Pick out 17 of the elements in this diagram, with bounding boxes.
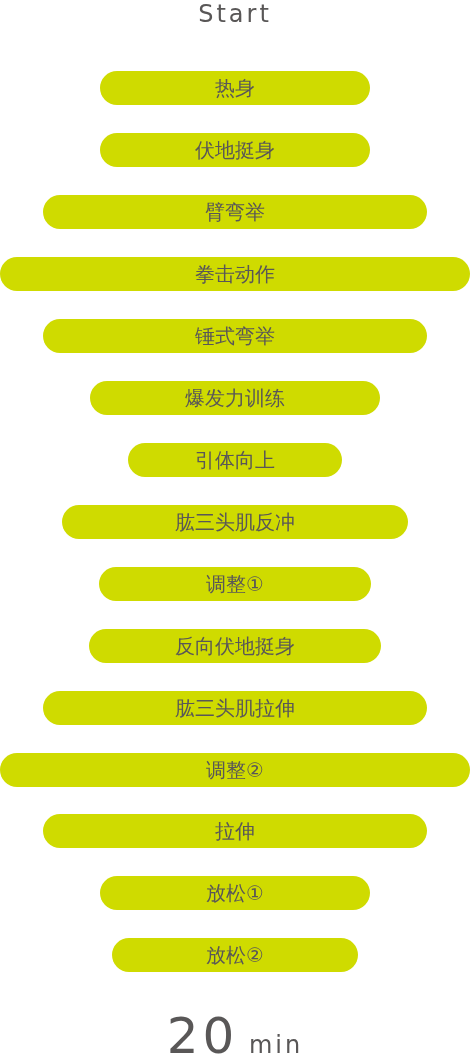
step-pill: 爆发力训练 xyxy=(90,381,380,415)
step-pill: 放松① xyxy=(100,876,370,910)
step-pill: 锤式弯举 xyxy=(43,319,427,353)
step-pill: 肱三头肌反冲 xyxy=(62,505,408,539)
step-pill: 臂弯举 xyxy=(43,195,427,229)
step-pill: 放松② xyxy=(112,938,358,972)
step-pill: 拉伸 xyxy=(43,814,427,848)
step-pill: 引体向上 xyxy=(128,443,342,477)
step-pill: 调整① xyxy=(99,567,371,601)
step-pill: 反向伏地挺身 xyxy=(89,629,381,663)
step-pill: 拳击动作 xyxy=(0,257,470,291)
step-pill: 肱三头肌拉伸 xyxy=(43,691,427,725)
step-pill: 热身 xyxy=(100,71,370,105)
start-label: Start xyxy=(197,0,273,28)
step-pill: 调整② xyxy=(0,753,470,787)
step-pill: 伏地挺身 xyxy=(100,133,370,167)
duration-label: 20 min xyxy=(165,1008,305,1063)
